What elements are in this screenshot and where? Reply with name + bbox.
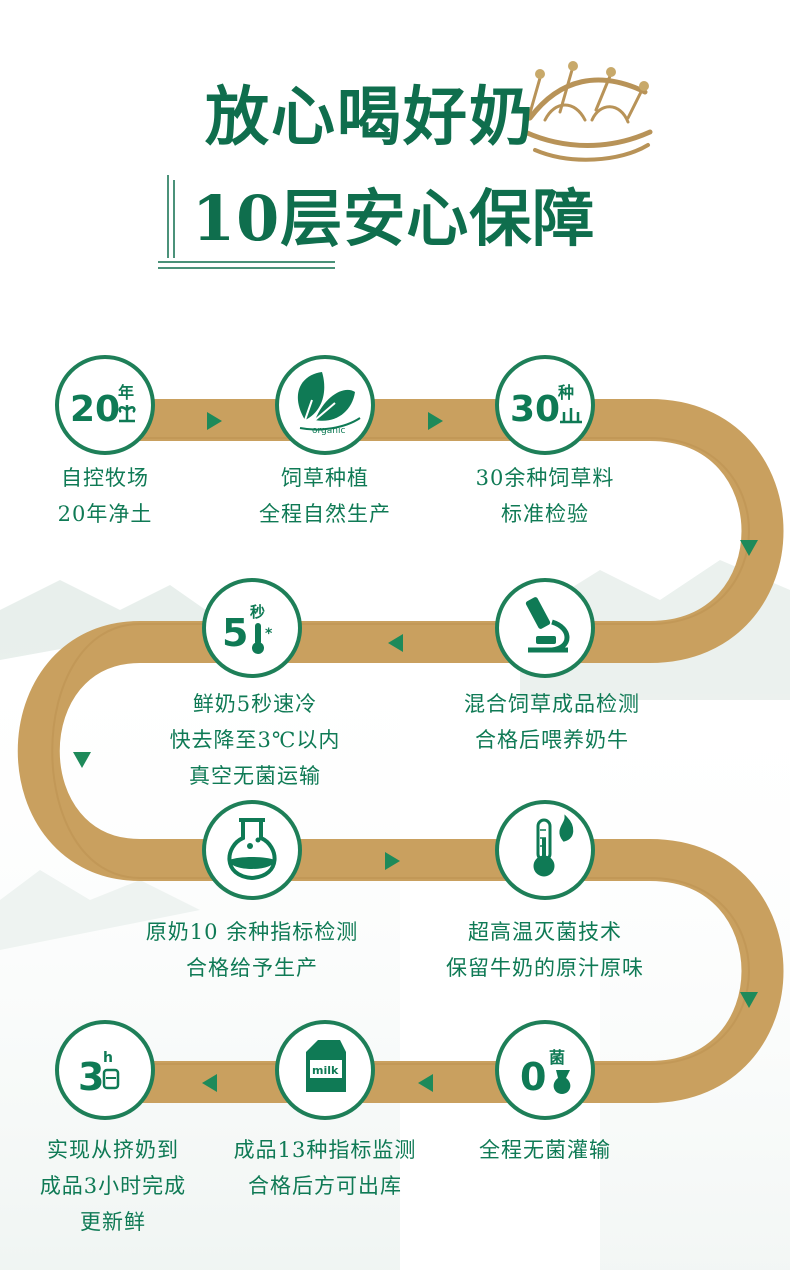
svg-text:0: 0 [520,1055,546,1099]
svg-text:菌: 菌 [549,1048,565,1067]
step-circle [495,355,595,455]
step-caption: 30余种饲草料标准检验 [475,466,615,526]
page-title-line-1: 放心喝好奶 [205,80,535,155]
svg-text:milk: milk [312,1064,339,1077]
arrow-left-icon [202,1074,217,1092]
step-circle [495,1020,595,1120]
step-caption: 成品13种指标监测合格后方可出库 [233,1138,417,1198]
arrow-left-icon [388,634,403,652]
svg-text:年: 年 [118,383,134,402]
lab-flask-icon [227,818,277,881]
svg-text:h: h [103,1050,113,1066]
milk-carton-icon: milk [306,1040,346,1092]
step-circle [495,578,595,678]
title-frame-lines [158,175,335,269]
zero-bacteria-icon: 0 菌 [520,1048,571,1099]
direction-arrows [73,412,758,1092]
step-circle [202,800,302,900]
forage-30-kinds-icon: 30 种 [510,383,582,430]
quick-cool-5-seconds-icon: 5 秒 * [222,603,273,655]
svg-text:秒: 秒 [250,603,265,621]
microscope-icon [525,597,570,653]
svg-text:3: 3 [78,1055,104,1099]
arrow-right-icon [385,852,400,870]
step-caption: 原奶10 余种指标检测合格给予生产 [145,920,359,980]
three-hours-icon: 3 h [78,1050,120,1099]
arrow-right-icon [207,412,222,430]
step-circle [202,578,302,678]
arrow-right-icon [428,412,443,430]
arrow-down-icon [740,540,758,556]
svg-text:20: 20 [70,389,120,430]
arrow-down-icon [740,992,758,1008]
step-circle [55,355,155,455]
step-caption: 超高温灭菌技术保留牛奶的原汁原味 [446,920,644,980]
step-caption: 饲草种植全程自然生产 [259,466,391,526]
svg-text:30: 30 [510,389,560,430]
svg-text:5: 5 [222,611,248,655]
step-caption: 全程无菌灌输 [479,1138,611,1162]
step-caption: 鲜奶5秒速冷快去降至3℃以内真空无菌运输 [169,692,341,788]
arrow-down-icon [73,752,91,768]
thermometer-flame-icon [533,814,574,877]
svg-text:*: * [265,626,273,642]
organic-leaf-icon: organic [297,372,361,436]
svg-text:organic: organic [312,426,345,436]
step-caption: 实现从挤奶到成品3小时完成更新鲜 [39,1138,187,1234]
svg-text:种: 种 [557,383,574,402]
winding-road [17,399,784,1103]
crown-icon [522,61,653,162]
page-title-line-2: 10层安心保障 [192,182,596,255]
pasture-20-years-icon: 20 年 [70,383,136,430]
step-caption: 混合饲草成品检测合格后喂养奶牛 [464,692,640,752]
arrow-left-icon [418,1074,433,1092]
